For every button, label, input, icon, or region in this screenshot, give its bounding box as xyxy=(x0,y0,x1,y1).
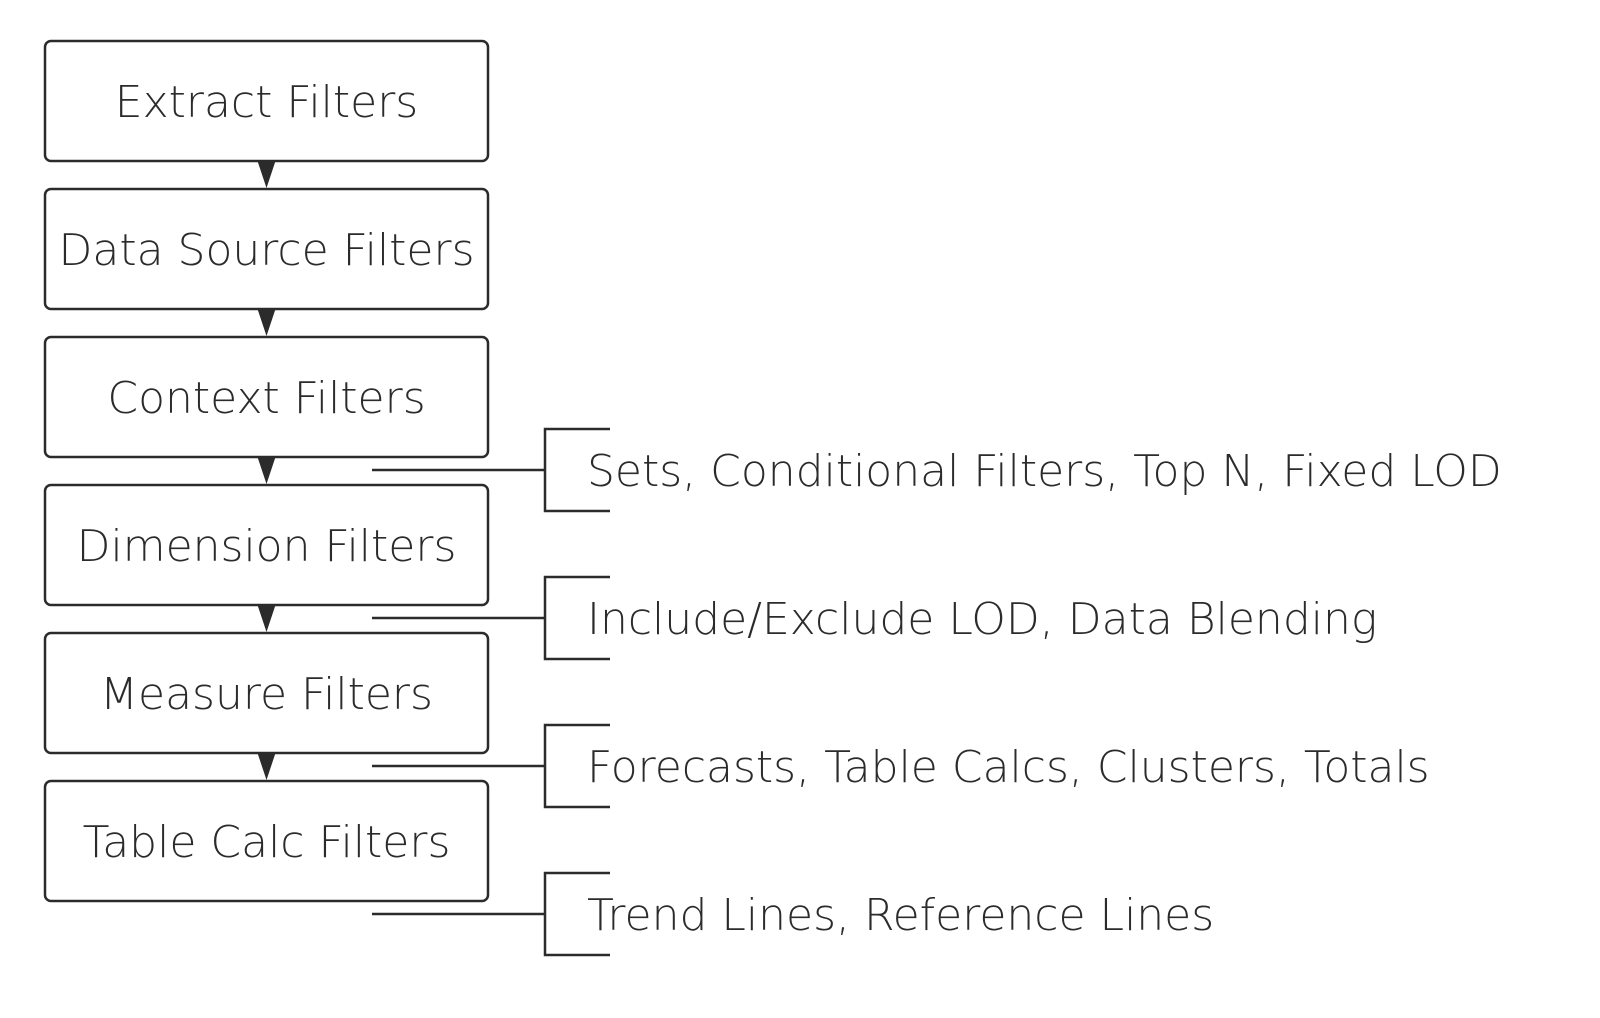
flow-arrowhead xyxy=(257,605,276,632)
arrows-layer xyxy=(257,161,276,780)
flow-arrowhead xyxy=(257,161,276,188)
note-bracket xyxy=(543,575,610,661)
flow-arrowhead xyxy=(257,753,276,780)
stage-label: Context Filters xyxy=(107,373,425,424)
note-label: Include/Exclude LOD, Data Blending xyxy=(587,594,1377,645)
note-group: Sets, Conditional Filters, Top N, Fixed … xyxy=(372,427,1502,513)
note-label: Sets, Conditional Filters, Top N, Fixed … xyxy=(587,446,1502,497)
note-bracket xyxy=(543,427,610,513)
stage-box: Data Source Filters xyxy=(43,187,490,311)
note-label: Forecasts, Table Calcs, Clusters, Totals xyxy=(587,742,1430,793)
note-bracket xyxy=(543,723,610,809)
notes-layer: Sets, Conditional Filters, Top N, Fixed … xyxy=(372,427,1502,957)
stage-label: Table Calc Filters xyxy=(83,817,451,868)
note-group: Include/Exclude LOD, Data Blending xyxy=(372,575,1377,661)
stage-label: Data Source Filters xyxy=(58,225,474,276)
stage-label: Dimension Filters xyxy=(77,521,457,572)
flow-arrowhead xyxy=(257,309,276,336)
stage-box: Measure Filters xyxy=(43,631,490,755)
note-label: Trend Lines, Reference Lines xyxy=(587,890,1214,941)
stage-label: Measure Filters xyxy=(100,669,433,720)
note-group: Forecasts, Table Calcs, Clusters, Totals xyxy=(372,723,1430,809)
stage-box: Context Filters xyxy=(43,335,490,459)
stage-box-frame xyxy=(43,779,490,903)
note-group: Trend Lines, Reference Lines xyxy=(372,871,1214,957)
note-bracket xyxy=(543,871,610,957)
stage-box: Extract Filters xyxy=(43,39,490,163)
stage-label: Extract Filters xyxy=(115,77,418,128)
flow-arrowhead xyxy=(257,457,276,484)
stage-box: Table Calc Filters xyxy=(43,779,490,903)
stage-box: Dimension Filters xyxy=(43,483,490,607)
